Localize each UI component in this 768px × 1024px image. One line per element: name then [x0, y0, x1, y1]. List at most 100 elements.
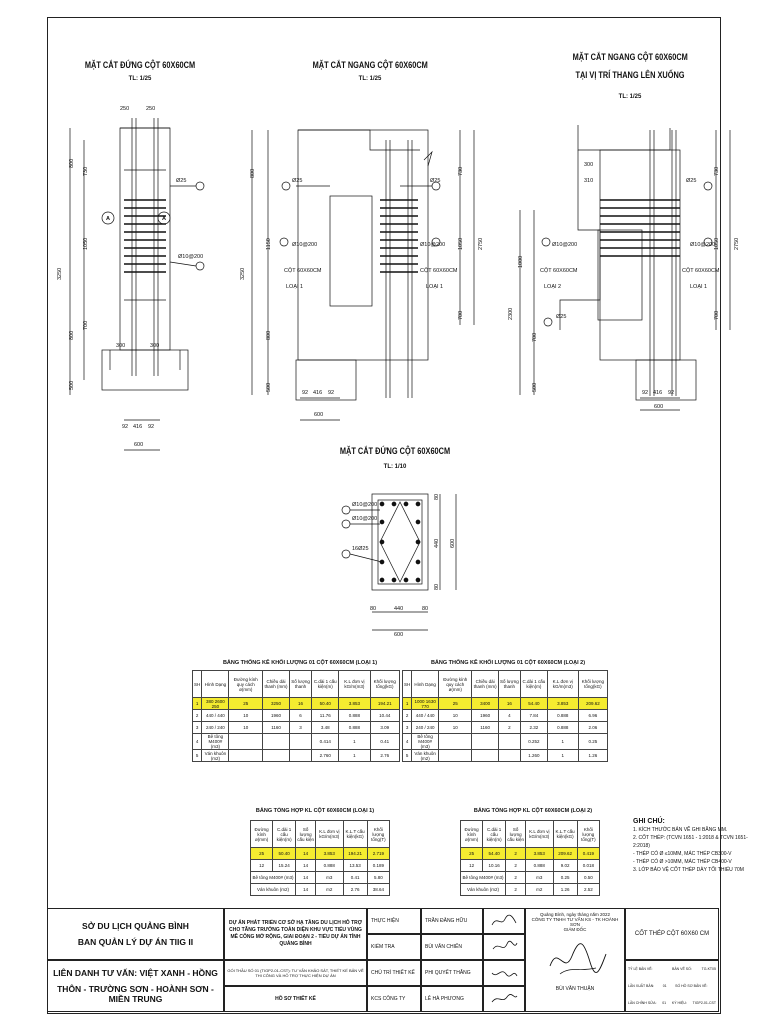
table-cell: 10	[438, 721, 473, 734]
v3-label-col-right: CỘT 60X60CM	[682, 267, 720, 274]
v4-dim-right-2: 440	[434, 539, 440, 548]
signature-2	[483, 934, 525, 960]
table-cell: 380 2600 250	[201, 697, 230, 710]
v1-dim-left-3: 1050	[83, 238, 89, 250]
v2-label-type-left: LOẠI 1	[286, 284, 303, 290]
v2-dim-right-1: 730	[458, 167, 464, 176]
table-header-cell: Đường kính quy cách ø(mm)	[228, 670, 264, 698]
table-cell: 0.419	[576, 847, 601, 860]
view4-title: MẶT CẮT ĐỨNG CỘT 60X60CM	[339, 446, 451, 456]
table-header-cell: Hình Dạng	[411, 670, 440, 698]
table-cell: 54.40	[519, 697, 548, 710]
table-cell: 440 / 440	[201, 709, 230, 722]
table-cell: 240 / 240	[411, 721, 440, 734]
v3-dim-left-3: 500	[532, 383, 538, 392]
v1-dim-base-1: 300	[116, 343, 125, 349]
table-cell: 1	[546, 749, 579, 762]
v3-dim-right-3: 700	[714, 311, 720, 320]
table-cell	[471, 749, 499, 762]
table-header-cell: C.dài 1 cấu kiện(m)	[519, 670, 548, 698]
table-cell	[262, 733, 290, 750]
table-cell: 11.76	[311, 709, 340, 722]
table-cell: 440 / 440	[411, 709, 440, 722]
table-cell: Bê tông M400# (m3)	[411, 733, 440, 750]
v1-dim-bot-1: 92	[122, 424, 128, 430]
table-cell: 5	[191, 749, 203, 762]
table-cell: 10.16	[482, 859, 507, 872]
table-cell: 4	[191, 733, 203, 750]
table-cell: 5.80	[366, 871, 391, 884]
table-header-cell: Số lượng thanh	[497, 670, 521, 698]
table-cell: 10	[438, 709, 473, 722]
table-cell: Ván khuôn (m2)	[411, 749, 440, 762]
table-header-cell: Số lượng thanh	[288, 670, 313, 698]
role-2: KIỂM TRA	[367, 934, 421, 960]
v4-dim-bot-3: 80	[422, 606, 428, 612]
table-cell: 25	[249, 847, 274, 860]
table4-title: BẢNG TỔNG HỢP KL CỘT 60X60CM (LOẠI 2)	[473, 808, 593, 814]
table-header-cell: C.dài 1 cấu kiện(m)	[272, 820, 297, 848]
table-cell	[438, 749, 473, 762]
consultant-name: LIÊN DANH TƯ VẤN: VIỆT XANH - HỒNG	[53, 968, 218, 978]
table-header-cell: Số lượng cấu kiện	[505, 820, 527, 848]
note-item: - THÉP CÓ Ø ≤10MM, MÁC THÉP CB300-V	[633, 851, 732, 857]
v2-label-stirrup-left: Ø10@200	[292, 242, 317, 248]
v1-dim-left-2: 730	[83, 167, 89, 176]
note-item: 1. KÍCH THƯỚC BẢN VẼ GHI BẰNG MM.	[633, 827, 728, 833]
v4-dim-right-1: 80	[434, 494, 440, 500]
table-cell: 12	[459, 859, 484, 872]
table-cell: m2	[525, 883, 554, 896]
table-cell: 54.40	[482, 847, 507, 860]
table-cell: Ván khuôn (m2)	[201, 749, 230, 762]
table-cell: 1	[338, 733, 371, 750]
table-cell: 209.62	[552, 847, 578, 860]
table-cell: 12	[249, 859, 274, 872]
table-header-cell: Số lượng cấu kiện	[295, 820, 317, 848]
table-cell: 1	[401, 697, 413, 710]
table-header-cell: K.L.T cấu kiện(kG)	[342, 820, 368, 848]
note-item: 2. CỐT THÉP: (TCVN 1651 - 1:2018 & TCVN …	[633, 835, 748, 849]
table-cell: 1.26	[577, 749, 609, 762]
name-2: BÙI VĂN CHIẾN	[421, 934, 483, 960]
table-header-cell: SH	[401, 670, 413, 698]
director-title: GIÁM ĐỐC	[563, 927, 587, 932]
table-cell: 3	[288, 721, 313, 734]
table-cell: 194.21	[369, 697, 401, 710]
table-cell	[497, 749, 521, 762]
v2-label-stirrup-right: Ø10@200	[420, 242, 445, 248]
table-header-cell: K.L đơn vị kG/m(m3)	[546, 670, 579, 698]
approval-cell: Quảng Bình, ngày tháng năm 2022 CÔNG TY …	[525, 908, 625, 1012]
v1-dim-base-2: 300	[150, 343, 159, 349]
v1-dim-left-4: 700	[83, 321, 89, 330]
table-cell: 0.888	[546, 709, 579, 722]
table-cell: 0.414	[311, 733, 340, 750]
table-header-cell: K.L đơn vị kG/m(m3)	[338, 670, 371, 698]
summary-table-type1: Đường kính ø(mm)C.dài 1 cấu kiện(m)Số lư…	[249, 820, 391, 896]
v1-dim-bot-2: 416	[133, 424, 142, 430]
v2-dim-left-2: 1150	[266, 238, 272, 250]
table-cell: 2	[497, 721, 521, 734]
v4-dim-right-total: 600	[450, 539, 456, 548]
v2-label-bar-right: Ø25	[430, 178, 440, 184]
table-cell: 209.62	[577, 697, 609, 710]
table-cell: 240 / 240	[201, 721, 230, 734]
table-cell: 14	[295, 847, 317, 860]
v4-label-2: Ø10@200	[352, 516, 377, 522]
table-cell: 3400	[471, 697, 499, 710]
date-line: Quảng Bình, ngày tháng năm 2022	[539, 912, 611, 917]
table-cell: 1.260	[519, 749, 548, 762]
table-header-cell: K.L đơn vị kG/m(m3)	[315, 820, 344, 848]
v3-label-stirrup-right: Ø10@200	[690, 242, 715, 248]
v1-dim-left-6: 500	[69, 381, 75, 390]
table-cell: 9.02	[552, 859, 578, 872]
table-cell: 7.84	[519, 709, 548, 722]
